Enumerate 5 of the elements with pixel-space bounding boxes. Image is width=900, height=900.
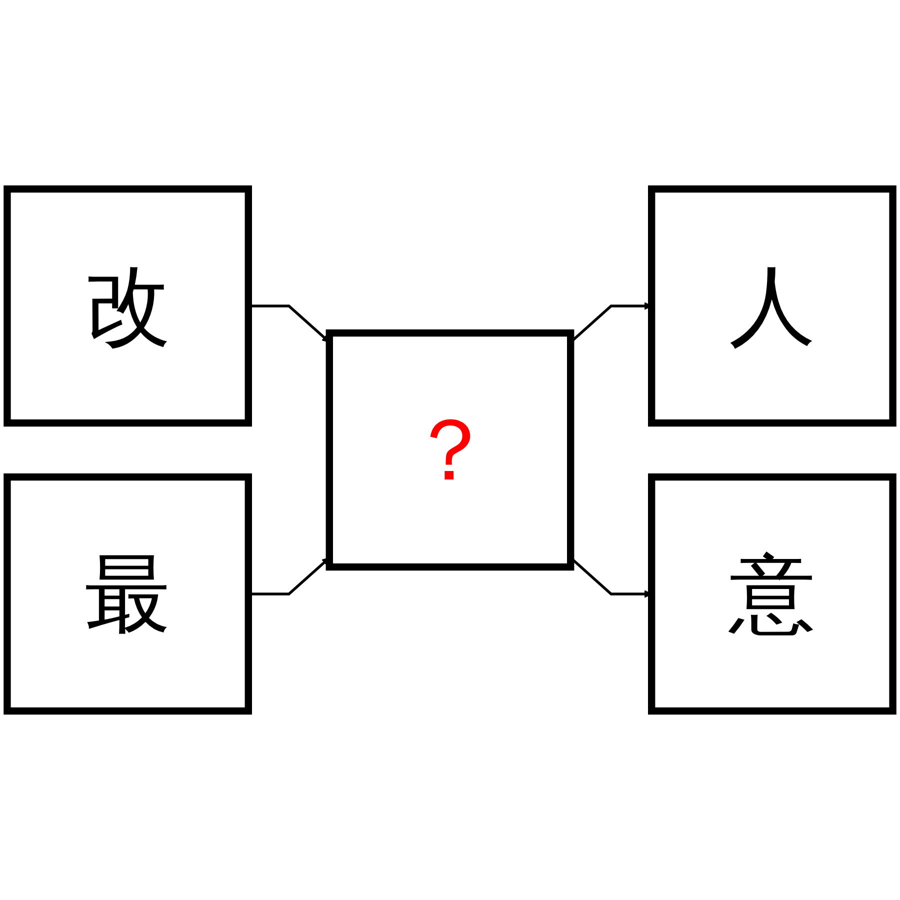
node-box: 人 [648, 185, 896, 427]
node-box: 意 [648, 473, 896, 715]
node-box: ？ [326, 329, 574, 571]
node-box: 最 [4, 473, 252, 715]
node-box: 改 [4, 185, 252, 427]
